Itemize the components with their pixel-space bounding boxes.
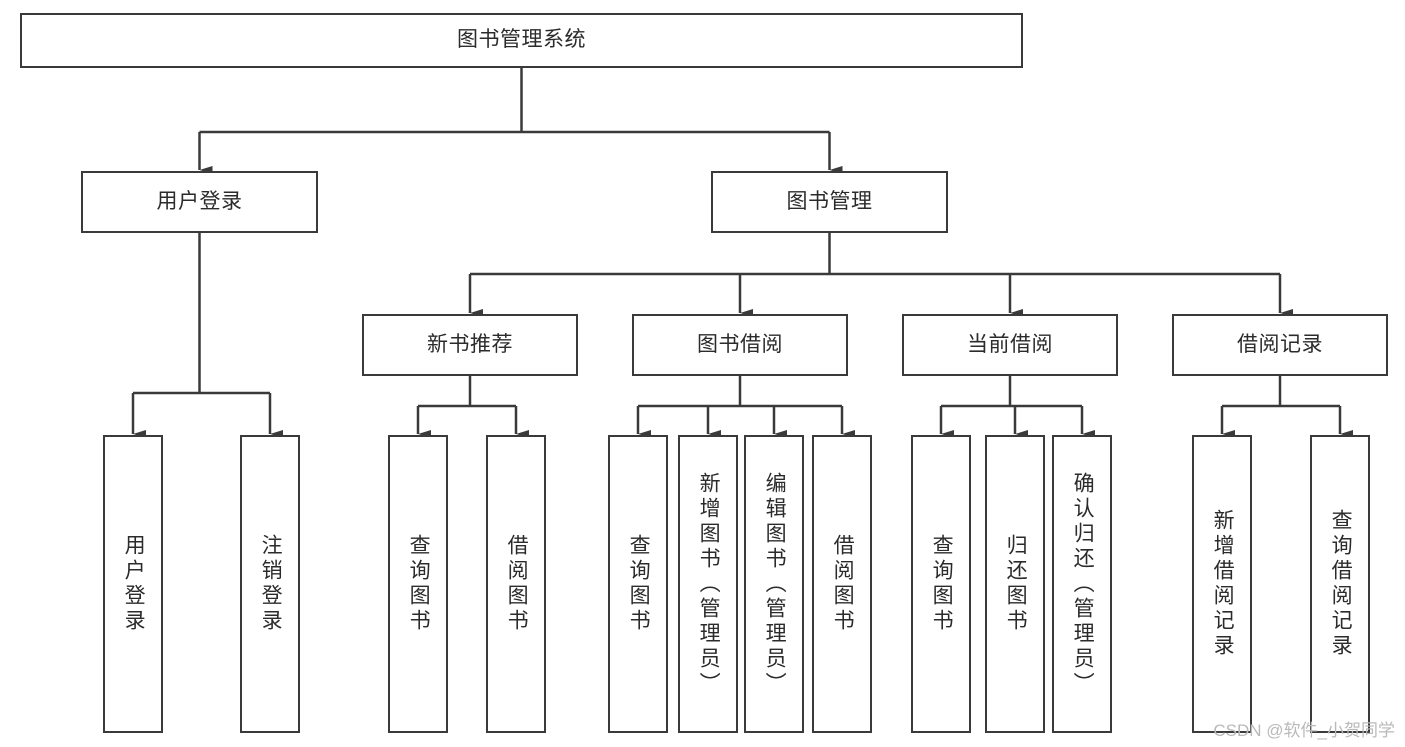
node-label: 注销登录	[259, 534, 283, 634]
node-leaf-edit-book-admin[interactable]: 编辑图书（管理员）	[744, 435, 804, 733]
node-label: 归还图书	[1004, 534, 1028, 634]
node-leaf-borrow-book-1[interactable]: 借阅图书	[486, 435, 546, 733]
node-leaf-add-book-admin[interactable]: 新增图书（管理员）	[678, 435, 738, 733]
node-leaf-return-book[interactable]: 归还图书	[985, 435, 1045, 733]
node-label: 查询图书	[930, 534, 954, 634]
node-label: 借阅记录	[1237, 332, 1323, 356]
node-label: 新增借阅记录	[1211, 509, 1235, 659]
node-leaf-borrow-book-2[interactable]: 借阅图书	[812, 435, 872, 733]
node-label: 查询图书	[627, 534, 651, 634]
node-leaf-query-book-1[interactable]: 查询图书	[388, 435, 448, 733]
node-label: 当前借阅	[967, 332, 1053, 356]
node-current-borrow[interactable]: 当前借阅	[902, 314, 1118, 376]
node-label: 图书借阅	[697, 332, 783, 356]
node-leaf-query-borrow-record[interactable]: 查询借阅记录	[1310, 435, 1370, 733]
node-label: 新书推荐	[427, 332, 513, 356]
node-leaf-query-book-3[interactable]: 查询图书	[911, 435, 971, 733]
node-leaf-query-book-2[interactable]: 查询图书	[608, 435, 668, 733]
node-new-book-rec[interactable]: 新书推荐	[362, 314, 578, 376]
node-borrow-record[interactable]: 借阅记录	[1172, 314, 1388, 376]
node-label: 查询借阅记录	[1329, 509, 1353, 659]
node-label: 图书管理系统	[457, 28, 586, 52]
node-label: 确认归还（管理员）	[1071, 471, 1095, 697]
node-label: 用户登录	[156, 189, 243, 213]
node-root[interactable]: 图书管理系统	[20, 13, 1023, 68]
node-leaf-user-login[interactable]: 用户登录	[103, 435, 163, 733]
node-label: 借阅图书	[831, 534, 855, 634]
node-label: 图书管理	[786, 189, 873, 213]
node-book-borrow[interactable]: 图书借阅	[632, 314, 848, 376]
node-label: 借阅图书	[505, 534, 529, 634]
node-label: 新增图书（管理员）	[697, 471, 721, 697]
node-user-login[interactable]: 用户登录	[81, 171, 318, 233]
csdn-watermark: CSDN @软件_小贺同学	[1213, 721, 1395, 740]
node-label: 编辑图书（管理员）	[763, 471, 787, 697]
node-leaf-add-borrow-record[interactable]: 新增借阅记录	[1192, 435, 1252, 733]
node-label: 查询图书	[407, 534, 431, 634]
node-leaf-user-logout[interactable]: 注销登录	[240, 435, 300, 733]
node-leaf-confirm-return-admin[interactable]: 确认归还（管理员）	[1052, 435, 1112, 733]
node-book-manage[interactable]: 图书管理	[711, 171, 948, 233]
node-label: 用户登录	[122, 534, 146, 634]
